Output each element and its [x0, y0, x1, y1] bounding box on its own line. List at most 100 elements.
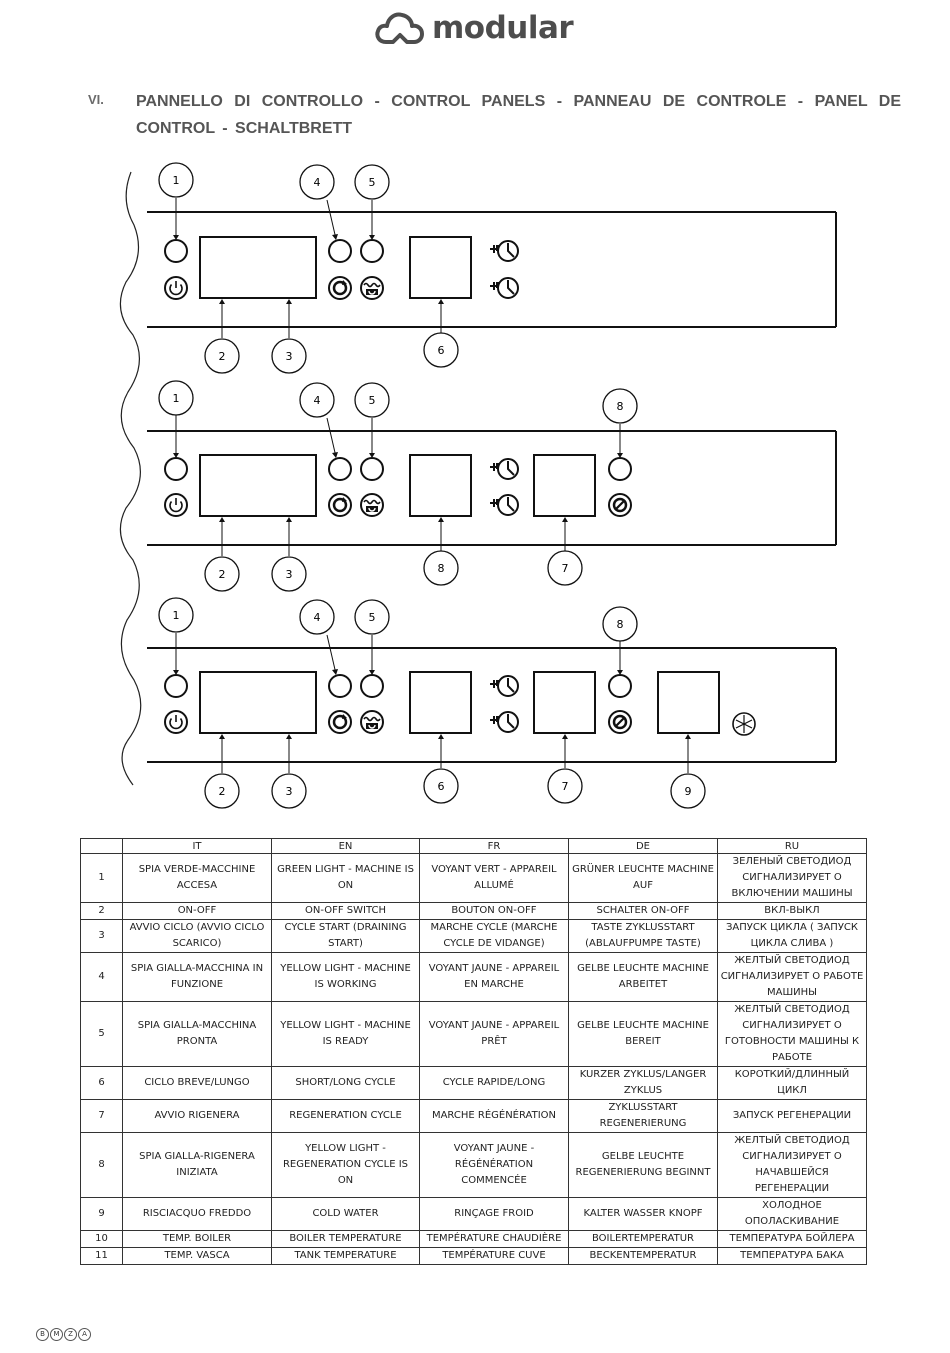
row-number-cell: 2	[80, 902, 123, 920]
table-cell: GELBE LEUCHTE MACHINE ARBEITET	[568, 952, 718, 1002]
table-cell: MARCHE RÉGÉNÉRATION	[419, 1099, 569, 1133]
display-screen	[199, 236, 317, 299]
table-cell: CICLO BREVE/LUNGO	[122, 1066, 272, 1100]
green-light-indicator	[164, 457, 188, 481]
table-cell: KURZER ZYKLUS/LANGER ZYKLUS	[568, 1066, 718, 1100]
cycle-display	[409, 671, 472, 734]
table-cell: AVVIO RIGENERA	[122, 1099, 272, 1133]
callout-label: 1	[173, 392, 180, 405]
table-cell: VOYANT JAUNE - RÉGÉNÉRATION COMMENCÉE	[419, 1132, 569, 1198]
table-cell: ZYKLUSSTART REGENERIERUNG	[568, 1099, 718, 1133]
table-cell: SCHALTER ON-OFF	[568, 902, 718, 920]
table-cell: VOYANT VERT - APPAREIL ALLUMÉ	[419, 853, 569, 903]
table-cell: CYCLE START (DRAINING START)	[271, 919, 420, 953]
regeneration-button[interactable]	[607, 709, 633, 735]
certification-mark-icon: M	[50, 1328, 63, 1341]
row-number-cell: 3	[80, 919, 123, 953]
power-button[interactable]	[164, 276, 188, 300]
certification-mark-icon: A	[78, 1328, 91, 1341]
callout-label: 3	[286, 350, 293, 363]
table-cell: REGENERATION CYCLE	[271, 1099, 420, 1133]
control-panel-3: 1 4 5 8 2 3 6 7 9	[147, 597, 837, 809]
table-cell: ON-OFF	[122, 902, 272, 920]
brand-name: modular	[432, 10, 574, 46]
green-light-indicator	[164, 674, 188, 698]
table-cell: SPIA GIALLA-RIGENERA INIZIATA	[122, 1132, 272, 1198]
section-number: VI.	[88, 92, 104, 107]
table-cell: MARCHE CYCLE (MARCHE CYCLE DE VIDANGE)	[419, 919, 569, 953]
row-number-cell: 9	[80, 1197, 123, 1231]
callout-label: 8	[438, 562, 445, 575]
header-cell-fr: FR	[419, 838, 569, 854]
header-cell-it: IT	[122, 838, 272, 854]
row-number-cell: 4	[80, 952, 123, 1002]
callout-label: 7	[562, 562, 569, 575]
table-header-row: IT EN FR DE RU	[80, 838, 867, 854]
table-cell: KALTER WASSER KNOPF	[568, 1197, 718, 1231]
table-cell: BOILERTEMPERATUR	[568, 1230, 718, 1248]
table-cell: ЗАПУСК РЕГЕНЕРАЦИИ	[717, 1099, 867, 1133]
row-number-cell: 11	[80, 1247, 123, 1265]
green-light-indicator	[164, 239, 188, 263]
table-cell: VOYANT JAUNE - APPAREIL EN MARCHE	[419, 952, 569, 1002]
header-cell-ru: RU	[717, 838, 867, 854]
drain-button[interactable]	[360, 276, 384, 300]
drain-button[interactable]	[360, 710, 384, 734]
row-number-cell: 5	[80, 1001, 123, 1067]
long-cycle-icon	[489, 494, 519, 516]
regeneration-light-indicator	[608, 457, 632, 481]
table-cell: ЖЕЛТЫЙ СВЕТОДИОД СИГНАЛИЗИРУЕТ О НАЧАВШЕ…	[717, 1132, 867, 1198]
ready-light-indicator	[360, 457, 384, 481]
table-cell: RINÇAGE FROID	[419, 1197, 569, 1231]
cycle-start-button[interactable]	[327, 492, 353, 518]
table-cell: ON-OFF SWITCH	[271, 902, 420, 920]
table-cell: TEMPÉRATURE CHAUDIÈRE	[419, 1230, 569, 1248]
table-cell: RISCIACQUO FREDDO	[122, 1197, 272, 1231]
table-cell: GELBE LEUCHTE REGENERIERUNG BEGINNT	[568, 1132, 718, 1198]
table-cell: SPIA GIALLA-MACCHINA IN FUNZIONE	[122, 952, 272, 1002]
display-screen	[199, 454, 317, 517]
callout-label: 8	[617, 618, 624, 631]
control-panels-diagram: 1 4 5 2 3 6	[119, 162, 837, 809]
table-cell: ХОЛОДНОЕ ОПОЛАСКИВАНИЕ	[717, 1197, 867, 1231]
ready-light-indicator	[360, 674, 384, 698]
certification-mark-icon: B	[36, 1328, 49, 1341]
cycle-start-button[interactable]	[327, 709, 353, 735]
cycle-start-button[interactable]	[327, 275, 353, 301]
drain-button[interactable]	[360, 493, 384, 517]
certification-mark-icon: Z	[64, 1328, 77, 1341]
power-button[interactable]	[164, 710, 188, 734]
callout-label: 1	[173, 174, 180, 187]
table-cell: TEMP. BOILER	[122, 1230, 272, 1248]
table-cell: CYCLE RAPIDE/LONG	[419, 1066, 569, 1100]
table-cell: TEMP. VASCA	[122, 1247, 272, 1265]
regeneration-button[interactable]	[607, 492, 633, 518]
power-button[interactable]	[164, 493, 188, 517]
break-line	[119, 171, 142, 786]
callout-label: 3	[286, 785, 293, 798]
section-title: PANNELLO DI CONTROLLO - CONTROL PANELS -…	[136, 93, 901, 137]
callout-label: 6	[438, 344, 445, 357]
short-cycle-icon	[489, 675, 519, 697]
table-cell: ЗАПУСК ЦИКЛА ( ЗАПУСК ЦИКЛА СЛИВА )	[717, 919, 867, 953]
callout-label: 5	[369, 394, 376, 407]
table-cell: GELBE LEUCHTE MACHINE BEREIT	[568, 1001, 718, 1067]
cloud-logo-icon	[375, 12, 424, 44]
callout-label: 2	[219, 568, 226, 581]
table-cell: AVVIO CICLO (AVVIO CICLO SCARICO)	[122, 919, 272, 953]
table-cell: TASTE ZYKLUSSTART (ABLAUFPUMPE TASTE)	[568, 919, 718, 953]
callout-label: 3	[286, 568, 293, 581]
regeneration-display	[533, 671, 596, 734]
table-cell: BOUTON ON-OFF	[419, 902, 569, 920]
brand-logo: modular	[374, 6, 574, 50]
table-cell: КОРОТКИЙ/ДЛИННЫЙ ЦИКЛ	[717, 1066, 867, 1100]
